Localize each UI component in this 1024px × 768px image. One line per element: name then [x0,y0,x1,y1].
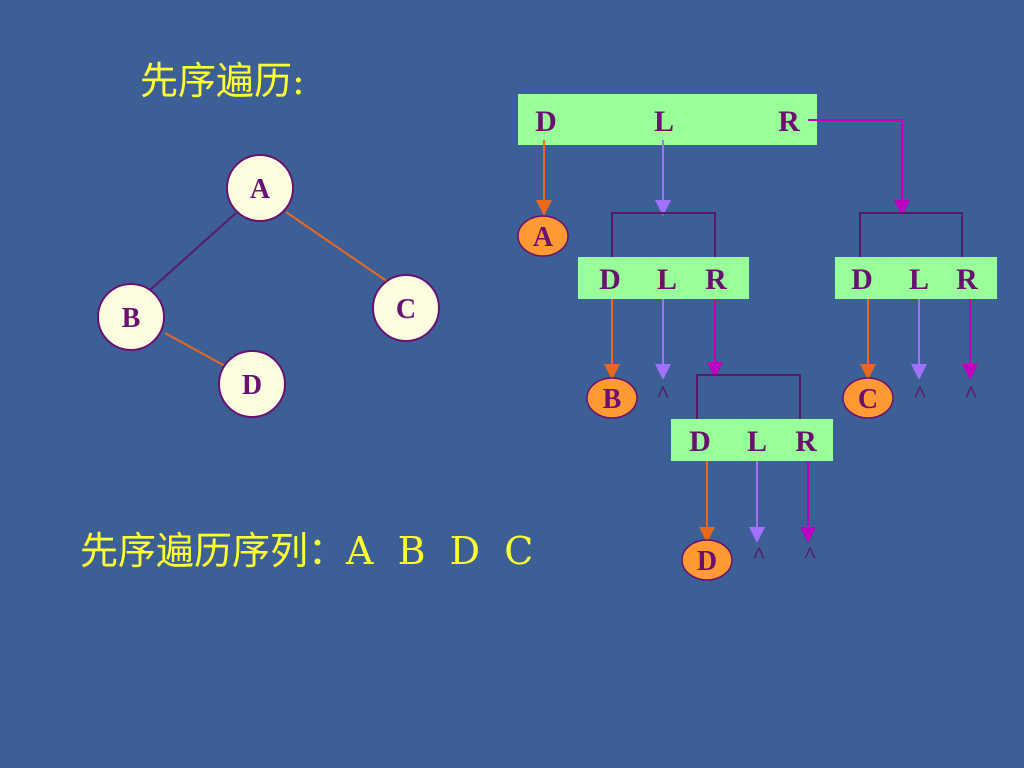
tree-node-a: A [226,154,294,222]
right-box-r: R [956,263,978,296]
tree-node-b: B [97,283,165,351]
tree-edge-a-b [149,212,237,291]
tree-node-c-label: C [396,294,416,325]
right-box-d: D [851,263,873,296]
visited-node-b: B [586,377,638,419]
binary-tree: A B C D [97,154,440,418]
root-r-arrow [808,119,910,216]
page-title: 先序遍历: [140,59,305,103]
left-subtree-dlr-box: D L R [578,257,749,299]
visited-node-d: D [681,539,733,581]
null-marker-d-left: ^ [752,543,766,569]
bracket-right-subtree [859,212,963,258]
left-box-d: D [599,263,621,296]
root-box-l: L [654,105,674,138]
left-box-r: R [705,263,727,296]
visited-b-label: B [603,384,622,415]
visited-node-c: C [842,377,894,419]
null-marker-c-right: ^ [964,382,978,408]
tree-edge-a-c [285,211,389,283]
tree-node-b-label: B [122,303,141,334]
tree-edge-b-d [164,332,226,367]
left-box-l: L [657,263,677,296]
tree-node-d-label: D [242,370,262,401]
visited-node-a: A [517,215,569,257]
null-marker-c-left: ^ [913,382,927,408]
level2-box-d: D [689,425,711,458]
right-subtree-dlr-box: D L R [835,257,997,299]
tree-node-c: C [372,274,440,342]
root-box-d: D [535,105,557,138]
visited-d-label: D [697,546,717,577]
bracket-left-subtree [611,212,716,258]
tree-node-d: D [218,350,286,418]
traversal-sequence: 先序遍历序列：A B D C [80,529,534,573]
root-box-r: R [778,105,800,138]
tree-node-a-label: A [250,174,271,205]
visited-c-label: C [858,384,878,415]
visited-a-label: A [533,222,554,253]
recursion-diagram: D L R A D L R D L R [517,94,997,581]
null-marker-b-left: ^ [656,382,670,408]
root-dlr-box: D L R [518,94,817,145]
right-box-l: L [909,263,929,296]
b-right-dlr-box: D L R [671,419,833,461]
level2-box-l: L [747,425,767,458]
bracket-b-right-subtree [696,374,801,420]
null-marker-d-right: ^ [803,543,817,569]
level2-box-r: R [795,425,817,458]
